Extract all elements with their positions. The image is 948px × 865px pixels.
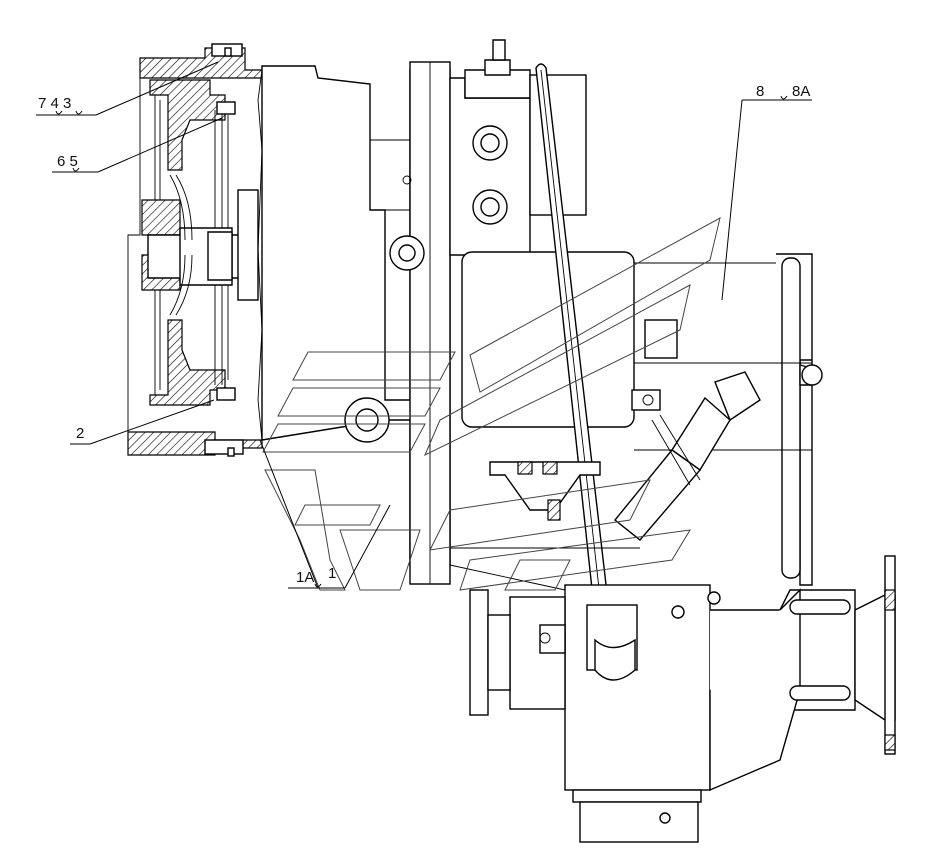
lower-gearbox	[449, 547, 896, 843]
callout-8a: 8A	[792, 83, 810, 100]
callout-8: 8	[756, 83, 764, 100]
shift-linkage-frame	[634, 253, 823, 586]
callout-1a: 1A	[296, 569, 314, 586]
callout-6-5: 6 5	[57, 153, 78, 170]
watermark-logo	[262, 217, 721, 591]
callout-leaders	[36, 61, 812, 589]
callout-2: 2	[76, 425, 84, 442]
callout-7-4-3: 7 4 3	[38, 95, 71, 112]
callout-1: 1	[328, 565, 336, 582]
v-bracket	[489, 461, 601, 521]
clutch-housing-section	[127, 43, 263, 457]
gearbox-housing	[261, 39, 678, 585]
angled-tube	[614, 371, 761, 541]
